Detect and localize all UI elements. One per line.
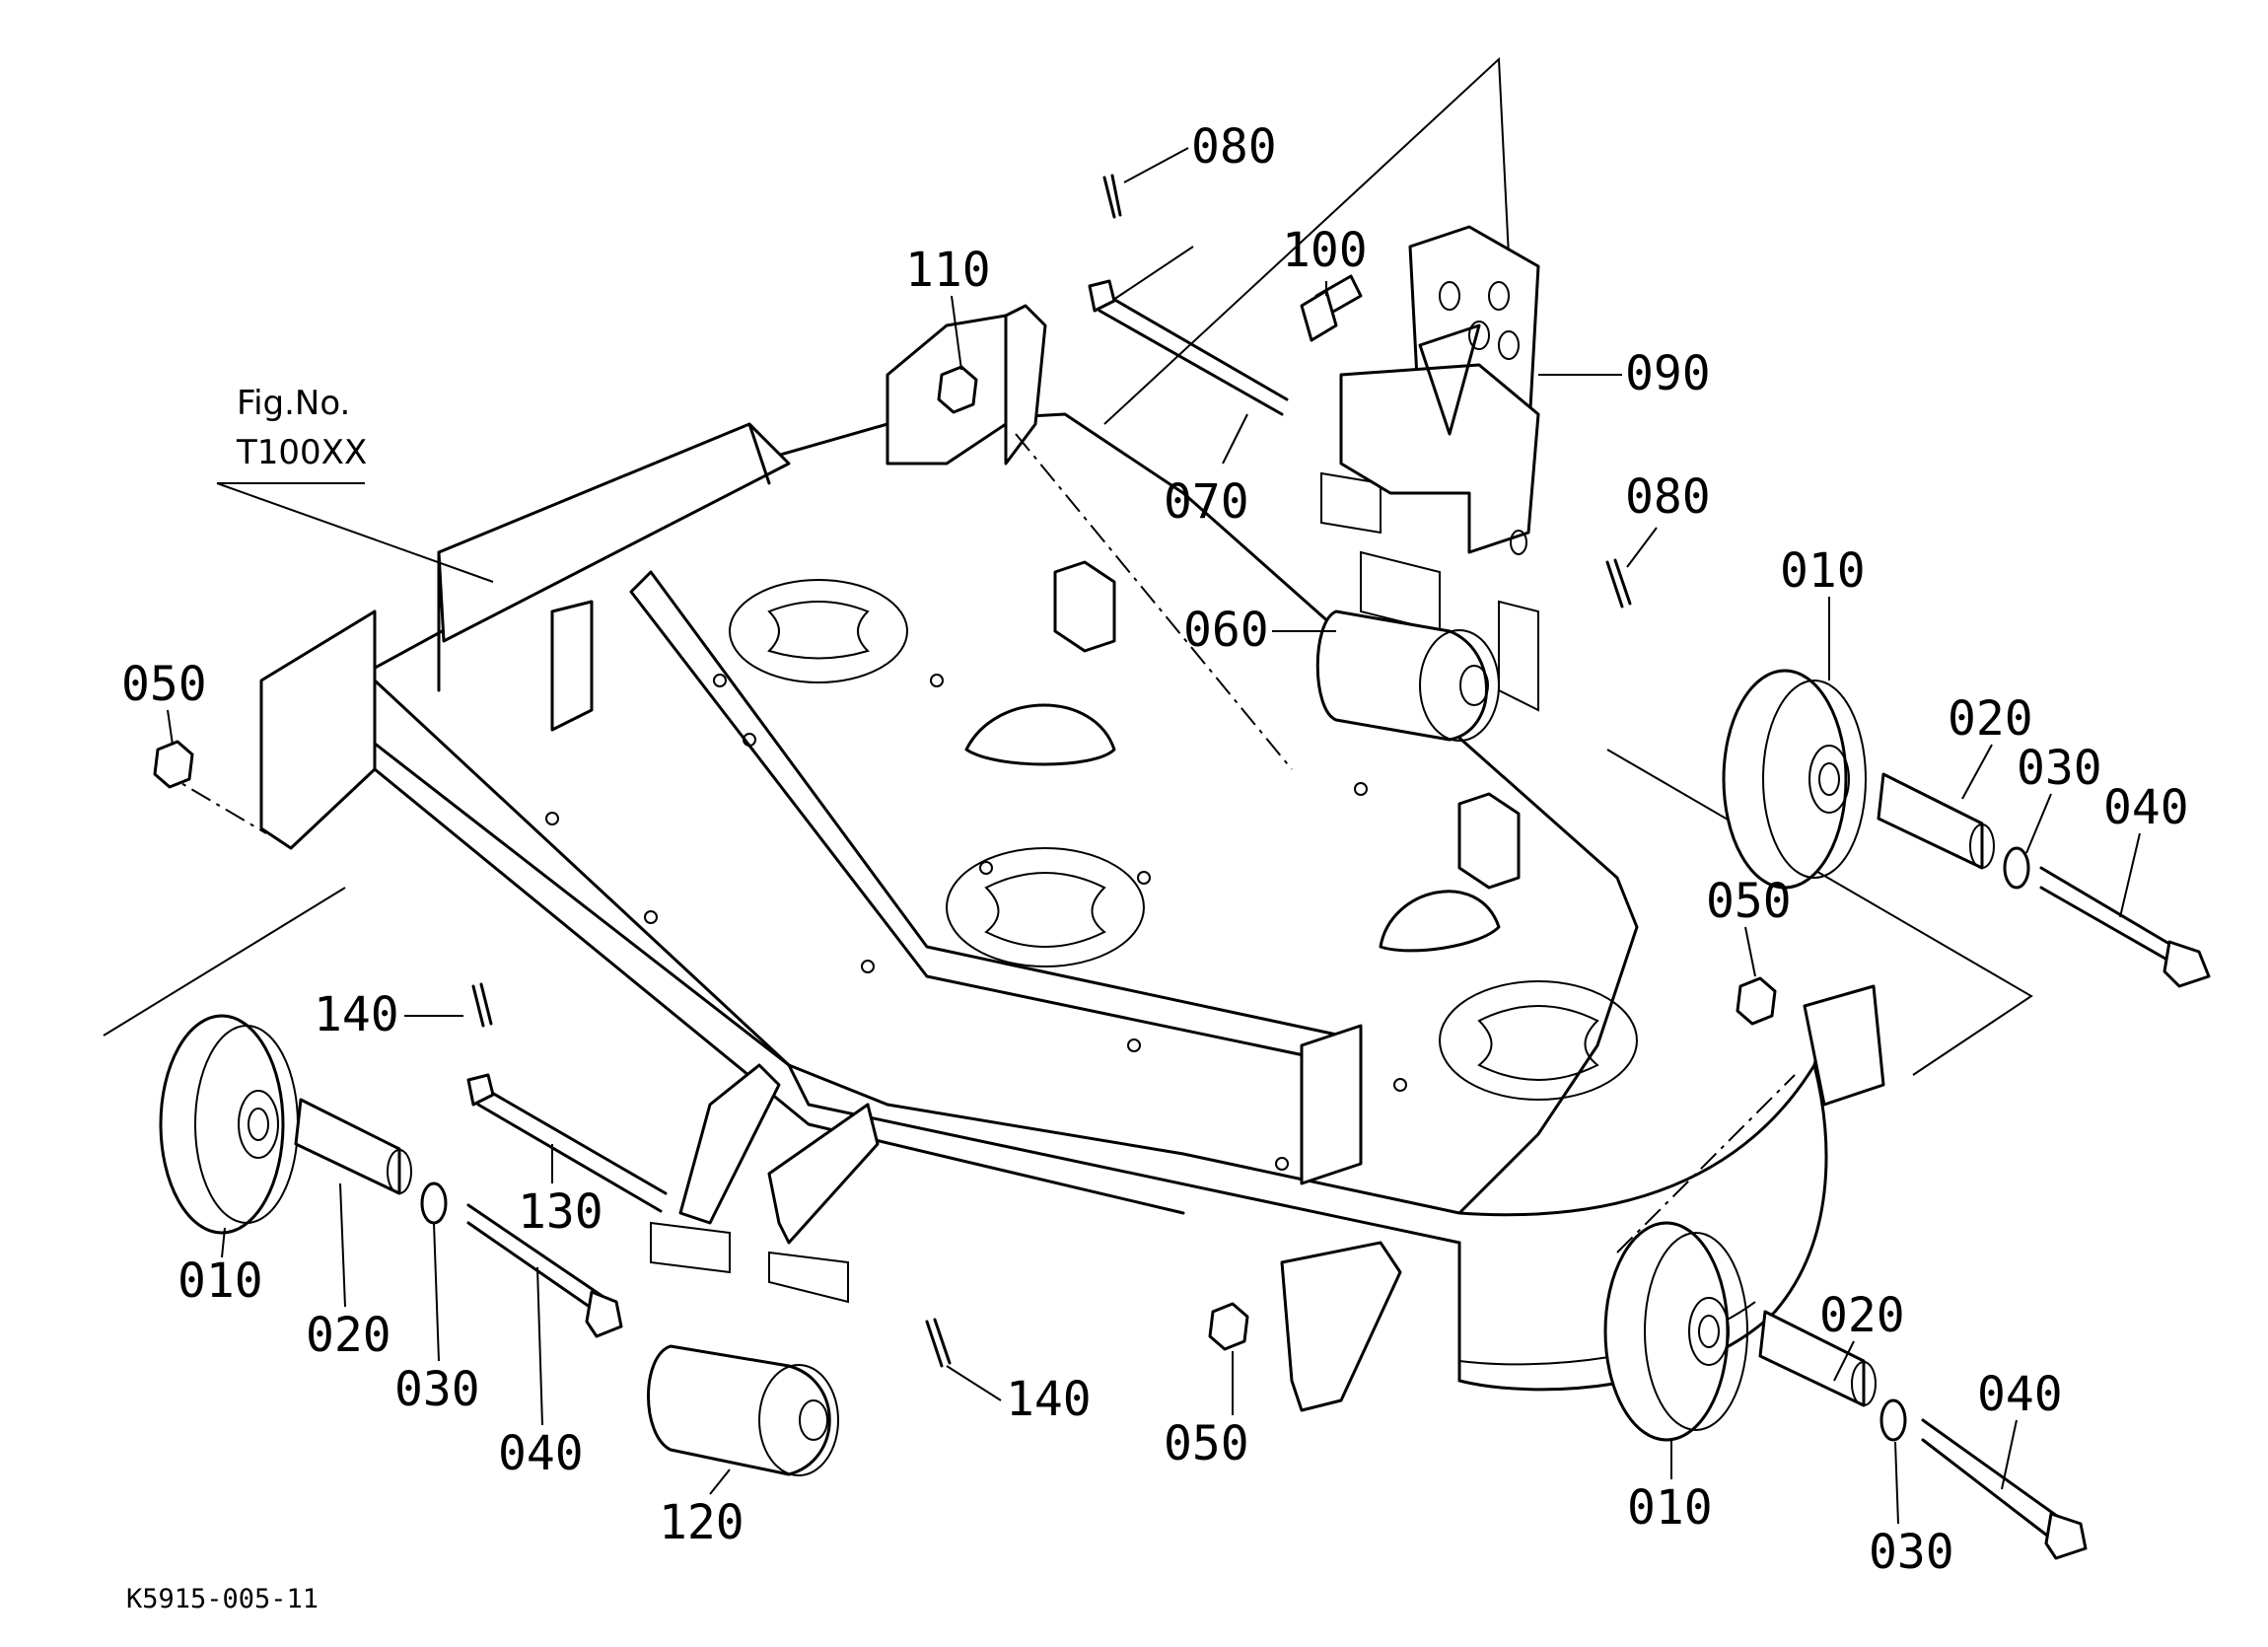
callout-leaders — [167, 147, 2141, 1525]
callout-030-rear: 030 — [2017, 741, 2102, 796]
callout-110: 110 — [905, 243, 991, 298]
callout-020-rear: 020 — [1948, 691, 2033, 747]
callout-050-left: 050 — [121, 657, 207, 712]
gauge-wheel-right-front — [1603, 1221, 1748, 1442]
drawing-number: K5915-005-11 — [126, 1584, 319, 1614]
pins-shafts — [466, 174, 1632, 1368]
callout-070: 070 — [1164, 474, 1249, 530]
callout-140-right: 140 — [1006, 1372, 1092, 1427]
mower-deck — [259, 304, 1885, 1412]
callout-050-front: 050 — [1164, 1416, 1249, 1471]
figure-reference: Fig.No. T100XX — [217, 384, 367, 484]
callout-040-front: 040 — [1977, 1367, 2063, 1422]
callout-030-front: 030 — [1869, 1525, 1954, 1580]
callout-020-left: 020 — [306, 1308, 391, 1363]
nuts — [153, 365, 1777, 1351]
gauge-wheel-right-rear — [1722, 669, 1867, 890]
callout-030-left: 030 — [394, 1362, 480, 1417]
callout-labels: 080 110 100 090 070 080 060 010 020 030 … — [121, 119, 2189, 1580]
callout-010-left: 010 — [177, 1253, 263, 1309]
callout-010-front: 010 — [1627, 1480, 1713, 1536]
anti-scalp-roller-front — [647, 1344, 839, 1476]
washers — [420, 846, 2030, 1442]
figure-ref-line1: Fig.No. — [237, 384, 350, 423]
deck-holes — [545, 674, 1407, 1171]
collar-spacers — [294, 772, 1995, 1407]
callout-130: 130 — [518, 1184, 603, 1240]
callout-010-rear: 010 — [1780, 543, 1866, 599]
callout-050-right: 050 — [1706, 874, 1792, 929]
anti-scalp-roller-rear — [1315, 609, 1500, 742]
callout-090: 090 — [1625, 346, 1711, 401]
callout-140-left: 140 — [314, 987, 399, 1042]
callout-120: 120 — [659, 1495, 744, 1550]
bolts — [466, 274, 2211, 1560]
callout-080-right: 080 — [1625, 469, 1711, 525]
callout-040-left: 040 — [498, 1426, 584, 1481]
callout-080-top: 080 — [1191, 119, 1277, 175]
callout-100: 100 — [1282, 223, 1368, 278]
gauge-wheel-left-front — [159, 1014, 299, 1235]
callout-060: 060 — [1183, 603, 1269, 658]
figure-ref-line2: T100XX — [236, 433, 367, 472]
callout-020-front: 020 — [1819, 1288, 1905, 1343]
hanger-bracket — [1339, 225, 1540, 555]
callout-040-rear: 040 — [2103, 780, 2189, 835]
